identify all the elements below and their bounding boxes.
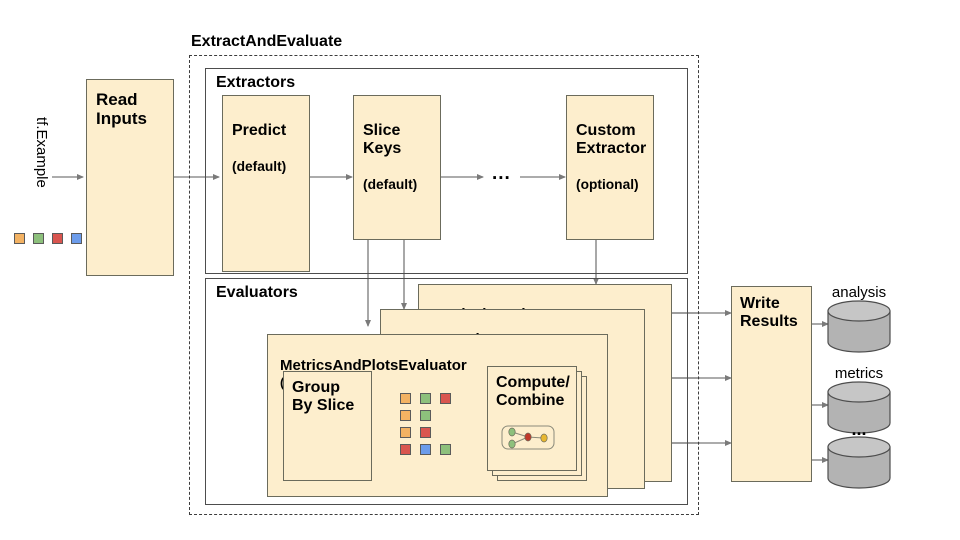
slice-chip: [420, 410, 431, 421]
cylinder-analysis: [827, 300, 891, 353]
extractor-slice-keys-name: Slice Keys: [363, 121, 402, 157]
slice-chip: [400, 410, 411, 421]
slice-chip: [400, 427, 411, 438]
extractor-custom-label: Custom Extractor (optional): [576, 104, 646, 194]
metrics-evaluator-name: MetricsAndPlotsEvaluator: [280, 356, 467, 374]
compute-combine-box[interactable]: Compute/ Combine: [487, 366, 577, 471]
input-chip-blue: [71, 233, 82, 244]
extractor-slice-keys-qualifier: (default): [363, 176, 418, 192]
output-label-analysis: analysis: [831, 284, 887, 301]
extractors-section-label: Extractors: [216, 74, 296, 91]
cylinder-other: [827, 436, 891, 489]
input-chip-row: [14, 233, 84, 247]
slice-chip: [400, 393, 411, 404]
input-chip-red: [52, 233, 63, 244]
extractor-box-predict[interactable]: Predict (default): [222, 95, 310, 272]
extractor-custom-name: Custom Extractor: [576, 121, 647, 157]
group-by-slice-box[interactable]: Group By Slice: [283, 371, 372, 481]
write-results-box[interactable]: Write Results: [731, 286, 812, 482]
output-label-metrics: metrics: [834, 365, 884, 382]
read-inputs-label: Read Inputs: [96, 90, 147, 129]
extractor-custom-qualifier: (optional): [576, 176, 639, 192]
slice-chip: [420, 393, 431, 404]
extract-and-evaluate-title: ExtractAndEvaluate: [191, 33, 343, 50]
extractor-predict-name: Predict: [232, 121, 287, 139]
extractor-predict-qualifier: (default): [232, 158, 287, 174]
extractor-predict-label: Predict (default): [232, 104, 286, 176]
model-graph-icon-compute: [501, 425, 555, 450]
slice-chip: [400, 444, 411, 455]
extractor-box-custom[interactable]: Custom Extractor (optional): [566, 95, 654, 240]
input-chip-orange: [14, 233, 25, 244]
group-by-slice-label: Group By Slice: [292, 379, 355, 414]
output-label-ellipsis: ...: [851, 419, 867, 439]
extractor-slice-keys-label: Slice Keys (default): [363, 104, 417, 194]
input-chip-green: [33, 233, 44, 244]
compute-combine-label: Compute/ Combine: [496, 374, 570, 409]
slice-chip: [420, 444, 431, 455]
write-results-label: Write Results: [740, 295, 798, 330]
extractors-ellipsis: ...: [492, 163, 511, 184]
extract-and-evaluate-group: [189, 55, 699, 515]
slice-chip: [440, 444, 451, 455]
extractors-section: Extractors: [205, 68, 688, 274]
evaluators-section-label: Evaluators: [216, 284, 298, 301]
extractor-box-slice-keys[interactable]: Slice Keys (default): [353, 95, 441, 240]
evaluators-section: Evaluators: [205, 278, 688, 505]
input-label: tf.Example: [33, 117, 50, 188]
slice-chip: [440, 393, 451, 404]
read-inputs-box[interactable]: Read Inputs: [86, 79, 174, 276]
slice-chip-grid: [400, 393, 456, 459]
slice-chip: [420, 427, 431, 438]
